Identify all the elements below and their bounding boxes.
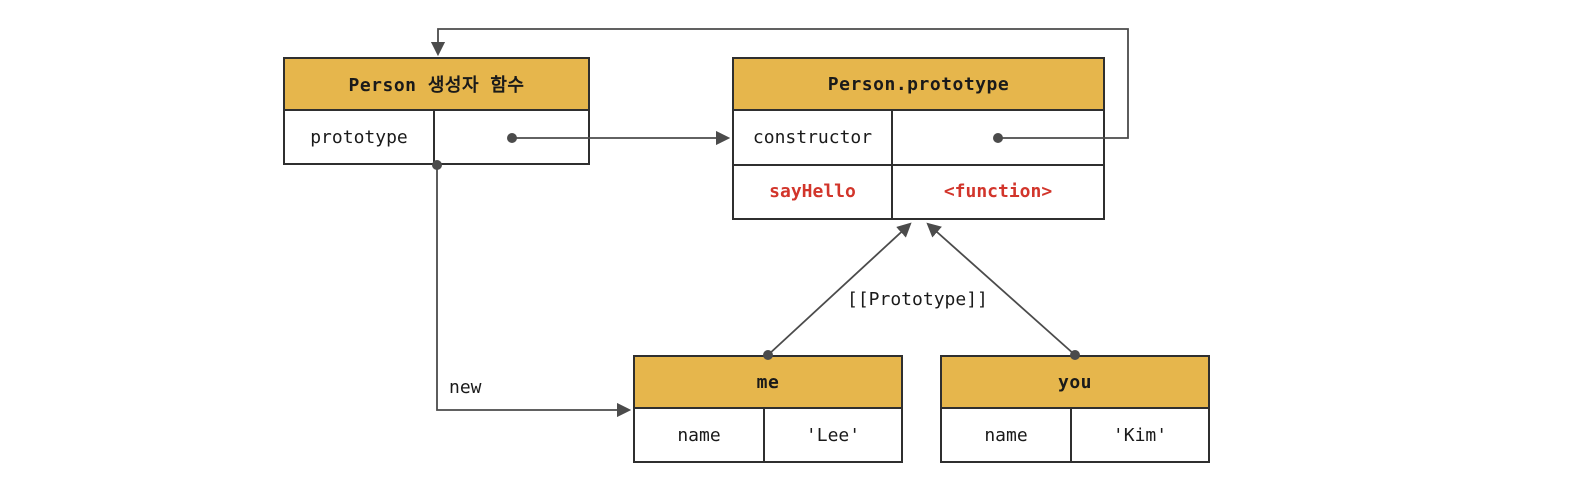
prototype-link-label: [[Prototype]]: [847, 289, 988, 310]
sayhello-row: sayHello <function>: [734, 163, 1103, 218]
constructor-key-cell: constructor: [734, 111, 893, 164]
person-constructor-box: Person 생성자 함수 prototype: [283, 57, 590, 165]
me-object-title: me: [635, 357, 901, 409]
me-name-row: name 'Lee': [635, 409, 901, 461]
you-name-key-cell: name: [942, 409, 1072, 461]
constructor-value-cell: [893, 111, 1103, 164]
sayhello-key-cell: sayHello: [734, 165, 893, 218]
person-prototype-key-cell: prototype: [285, 111, 435, 163]
person-prototype-value-cell: [435, 111, 588, 163]
sayhello-value-cell: <function>: [943, 181, 1053, 203]
you-name-row: name 'Kim': [942, 409, 1208, 461]
person-constructor-title: Person 생성자 함수: [285, 59, 588, 111]
you-object-title: you: [942, 357, 1208, 409]
new-operator-label: new: [449, 377, 482, 398]
you-object-box: you name 'Kim': [940, 355, 1210, 463]
person-prototype-object-box: Person.prototype constructor sayHello <f…: [732, 57, 1105, 220]
me-name-value-cell: 'Lee': [805, 424, 861, 446]
me-object-box: me name 'Lee': [633, 355, 903, 463]
person-prototype-object-title: Person.prototype: [734, 59, 1103, 111]
you-name-value-cell: 'Kim': [1112, 424, 1168, 446]
person-prototype-row: prototype: [285, 111, 588, 163]
constructor-row: constructor: [734, 111, 1103, 164]
new-instantiation-connector: [432, 160, 632, 418]
me-name-key-cell: name: [635, 409, 765, 461]
